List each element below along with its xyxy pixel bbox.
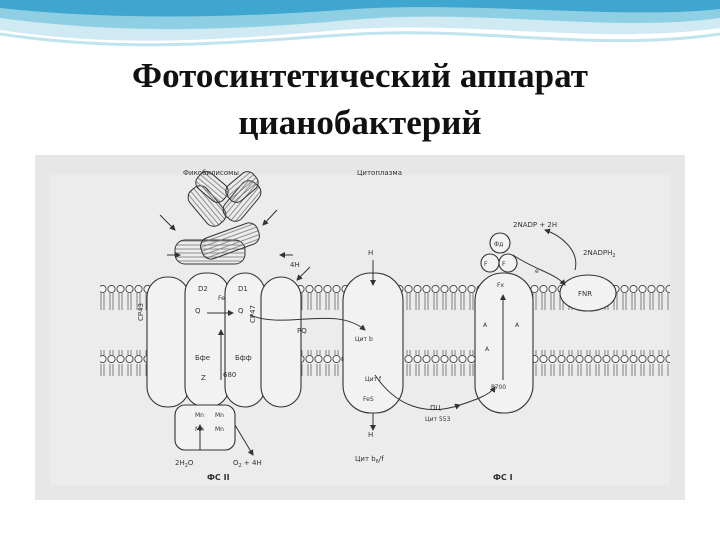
four-h-label: 4H: [290, 261, 300, 269]
fe-label: Fe: [218, 295, 225, 302]
slide-title: Фотосинтетический аппарат цианобактерий: [60, 52, 660, 146]
psi-complex: [474, 232, 617, 414]
cp47-label: CP47: [249, 305, 257, 323]
fa-label: F: [484, 261, 488, 268]
phycobilisome-label: Фикобилисомы: [183, 169, 239, 177]
fd-label: Фд: [494, 241, 503, 248]
psii-complex: [146, 272, 302, 451]
mn-label-1: Mn: [195, 412, 204, 419]
cyt-b6f-label: Цит b6/f: [355, 455, 384, 465]
oxygen-label: O2 + 4H: [233, 459, 262, 469]
p680-label: 680: [223, 371, 236, 379]
bphe-label: Бфе: [195, 354, 210, 362]
qa-label: Q: [195, 307, 201, 315]
title-line-1: Фотосинтетический аппарат: [132, 56, 588, 95]
qb-label: Q: [238, 307, 244, 315]
nadp-label: 2NADP + 2H: [513, 221, 557, 229]
psi-label: ФС I: [493, 473, 513, 482]
pq-label: PQ: [297, 327, 307, 335]
mn-label-4: Mn: [215, 426, 224, 433]
cyt-b6f-complex: [342, 272, 404, 414]
mn-label-2: Mn: [215, 412, 224, 419]
d1-label: D1: [238, 285, 248, 293]
phycobilisome: [174, 171, 262, 265]
fb-label: F: [502, 261, 506, 268]
bphe2-label: Бфф: [235, 354, 252, 362]
a1b-label: A: [515, 322, 520, 329]
water-label: 2H2O: [175, 459, 194, 469]
z-label: Z: [201, 374, 206, 382]
nadph-label: 2NADPH2: [583, 249, 616, 259]
e-minus-label: e: [535, 268, 539, 275]
photosynthesis-diagram: Фикобилисомы Цитоплазма CP43 CP47 D2 D1 …: [35, 155, 685, 500]
cyt553-label: Цит 553: [425, 416, 451, 423]
fx-label: Fx: [497, 282, 504, 289]
h-top-label: H: [368, 249, 373, 257]
h-bottom-label: H: [368, 431, 373, 439]
light-arrows: [159, 209, 293, 258]
p700-label: P700: [491, 384, 506, 391]
header-wave-decoration: [0, 0, 720, 47]
a1-label: A: [483, 322, 488, 329]
psii-label: ФС II: [207, 473, 230, 482]
a0-label: A: [485, 346, 490, 353]
fnr-label: FNR: [578, 290, 592, 298]
cytoplasm-label: Цитоплазма: [357, 169, 402, 177]
d2-label: D2: [198, 285, 208, 293]
pc-label: ПЦ: [430, 404, 441, 412]
cyt-f-label: Цит f: [365, 376, 382, 383]
cyt-b-label: Цит b: [355, 336, 373, 343]
title-line-2: цианобактерий: [238, 103, 482, 142]
electron-flow-arrows: [197, 228, 577, 456]
cp43-label: CP43: [137, 303, 145, 321]
fes-label: FeS: [363, 396, 374, 403]
